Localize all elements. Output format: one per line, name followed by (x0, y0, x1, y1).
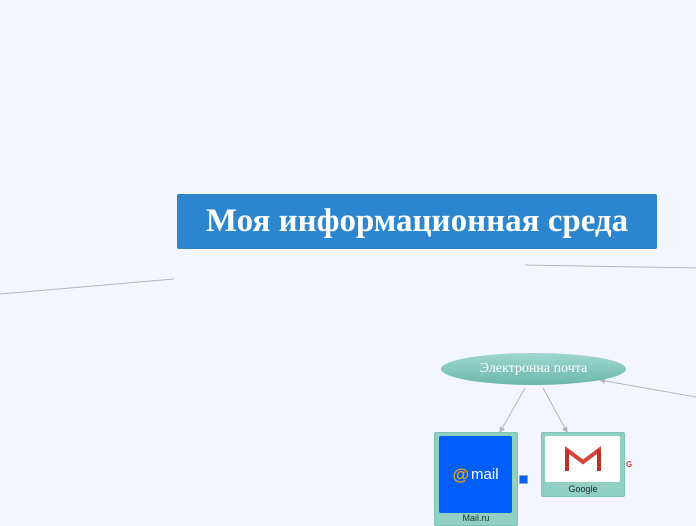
topic-email[interactable]: Электронна почта (441, 353, 626, 385)
gmail-logo-icon (545, 436, 620, 482)
connector-left (0, 278, 175, 295)
subtopic-google[interactable]: Google (541, 432, 625, 497)
central-topic-label: Моя информационная среда (205, 203, 629, 239)
connector-to-google (542, 387, 568, 433)
connector-to-mailru (499, 387, 526, 433)
subtopic-mailru-label: Mail.ru (462, 513, 490, 523)
central-topic[interactable]: Моя информационная среда (177, 194, 657, 249)
google-badge-icon: G (626, 460, 633, 469)
mailru-badge-icon (519, 475, 528, 484)
connector-to-email (599, 377, 696, 398)
topic-email-label: Электронна почта (479, 361, 588, 376)
subtopic-google-label: Google (568, 484, 598, 494)
subtopic-mailru[interactable]: @mail Mail.ru (434, 432, 518, 526)
mail-ru-logo-icon: @mail (439, 436, 512, 513)
connector-right (524, 264, 696, 269)
